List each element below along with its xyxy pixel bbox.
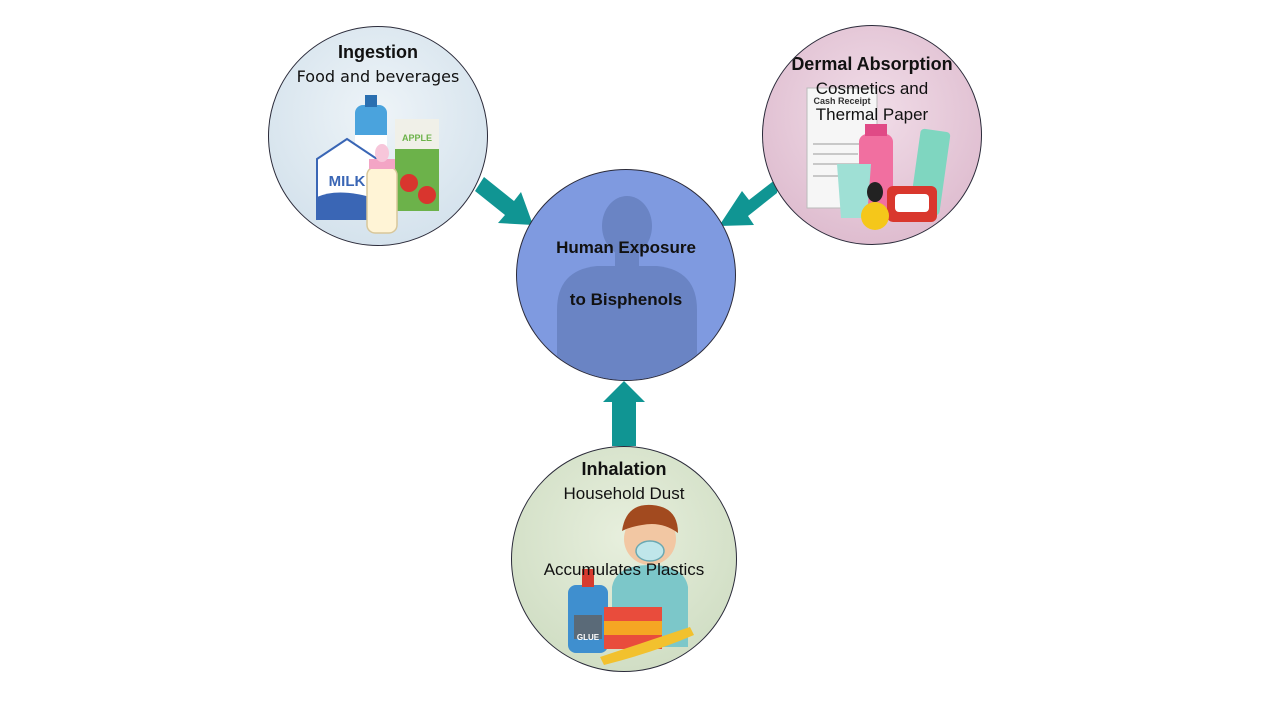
center-circle: Human Exposure to Bisphenols (516, 169, 736, 381)
human-silhouette-icon (557, 196, 697, 380)
center-title-line2: to Bisphenols (569, 290, 683, 309)
arrow-inhalation-to-center (603, 381, 645, 446)
plastic-container-stack-icon (604, 607, 662, 621)
ingestion-subtitle: Food and beverages (296, 67, 460, 86)
compact-icon (861, 202, 889, 230)
ingestion-circle: MILK APPLE Ingestion Food and beverages (268, 26, 488, 246)
inhalation-subtitle2: Accumulates Plastics (543, 560, 705, 579)
glue-label: GLUE (576, 633, 600, 642)
dermal-subtitle-line2: Thermal Paper (815, 105, 929, 124)
arrow-dermal-to-center (719, 176, 780, 226)
inhalation-circle: GLUE Inhalation Household Dust Accumulat… (511, 446, 737, 672)
cup-icon (837, 164, 871, 218)
dermal-circle: Cash Receipt Dermal Absorption Cosmetics… (762, 25, 982, 245)
cosmetics-receipt-illustration (806, 87, 951, 230)
dermal-title: Dermal Absorption (791, 54, 953, 74)
dermal-subtitle-line1: Cosmetics and (815, 79, 929, 98)
inhalation-title: Inhalation (581, 459, 667, 479)
inhalation-subtitle: Household Dust (563, 484, 685, 503)
mask-icon (635, 540, 665, 562)
milk-label: MILK (328, 173, 366, 190)
apple-label: APPLE (401, 133, 432, 143)
ingestion-title: Ingestion (338, 42, 418, 62)
food-beverage-illustration (316, 95, 439, 234)
receipt-title: Cash Receipt (813, 96, 871, 106)
arrow-ingestion-to-center (475, 177, 533, 225)
child-mask-plastics-illustration (568, 504, 694, 665)
center-title-line1: Human Exposure (556, 238, 696, 257)
